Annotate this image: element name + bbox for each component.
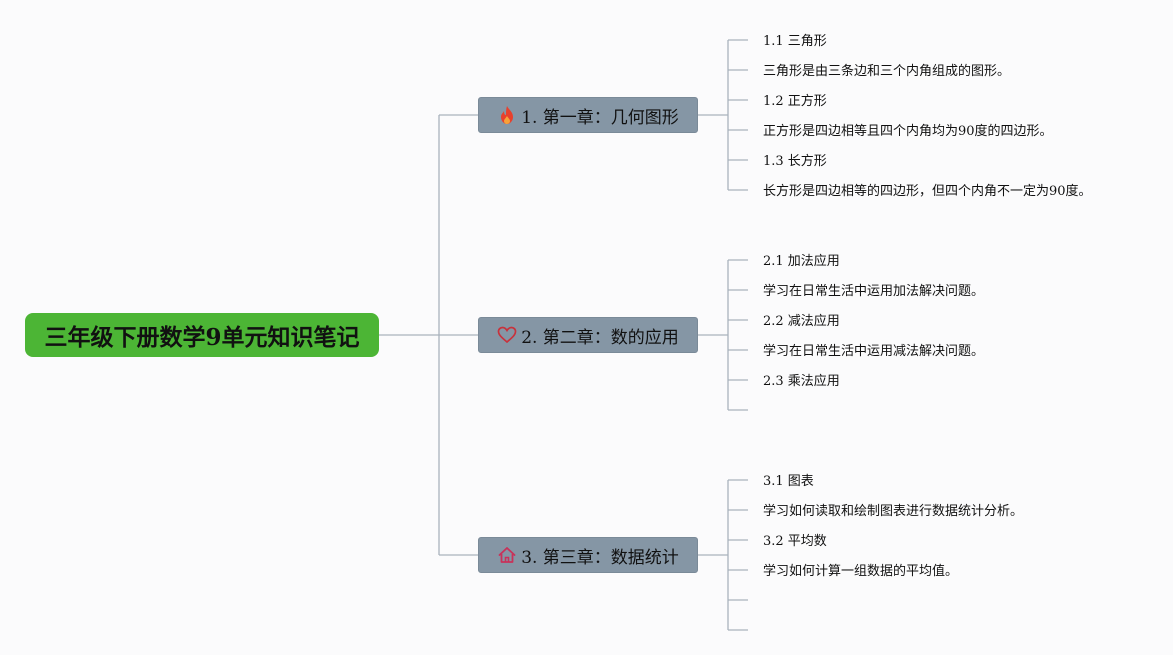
leaf-3-2[interactable]: 学习如何读取和绘制图表进行数据统计分析。 xyxy=(763,504,1024,519)
chapter-2-node[interactable]: 2. 第二章：数的应用 xyxy=(478,317,698,353)
chapter-3-title: 3. 第三章：数据统计 xyxy=(521,547,679,568)
leaf-2-4[interactable]: 学习在日常生活中运用减法解决问题。 xyxy=(763,344,985,359)
chapter-1-node[interactable]: 1. 第一章：几何图形 xyxy=(478,97,698,133)
chapter-3-node[interactable]: 3. 第三章：数据统计 xyxy=(478,537,698,573)
leaf-1-3[interactable]: 1.2 正方形 xyxy=(763,94,827,109)
root-topic-label: 三年级下册数学9单元知识笔记 xyxy=(44,324,360,351)
fire-icon xyxy=(497,105,517,125)
root-topic[interactable]: 三年级下册数学9单元知识笔记 xyxy=(25,313,379,357)
chapter-1-title: 1. 第一章：几何图形 xyxy=(521,107,679,128)
home-icon xyxy=(497,545,517,565)
leaf-2-2[interactable]: 学习在日常生活中运用加法解决问题。 xyxy=(763,284,985,299)
leaf-2-1[interactable]: 2.1 加法应用 xyxy=(763,254,840,269)
leaf-3-4[interactable]: 学习如何计算一组数据的平均值。 xyxy=(763,564,959,579)
leaf-2-5[interactable]: 2.3 乘法应用 xyxy=(763,374,840,389)
leaf-1-4[interactable]: 正方形是四边相等且四个内角均为90度的四边形。 xyxy=(763,124,1053,139)
leaf-1-2[interactable]: 三角形是由三条边和三个内角组成的图形。 xyxy=(763,64,1011,79)
heart-icon xyxy=(497,325,517,345)
leaf-3-1[interactable]: 3.1 图表 xyxy=(763,474,814,489)
leaf-1-5[interactable]: 1.3 长方形 xyxy=(763,154,827,169)
chapter-2-title: 2. 第二章：数的应用 xyxy=(521,327,679,348)
leaf-3-3[interactable]: 3.2 平均数 xyxy=(763,534,827,549)
leaf-1-6[interactable]: 长方形是四边相等的四边形，但四个内角不一定为90度。 xyxy=(763,184,1092,199)
leaf-2-3[interactable]: 2.2 减法应用 xyxy=(763,314,840,329)
leaf-1-1[interactable]: 1.1 三角形 xyxy=(763,34,827,49)
